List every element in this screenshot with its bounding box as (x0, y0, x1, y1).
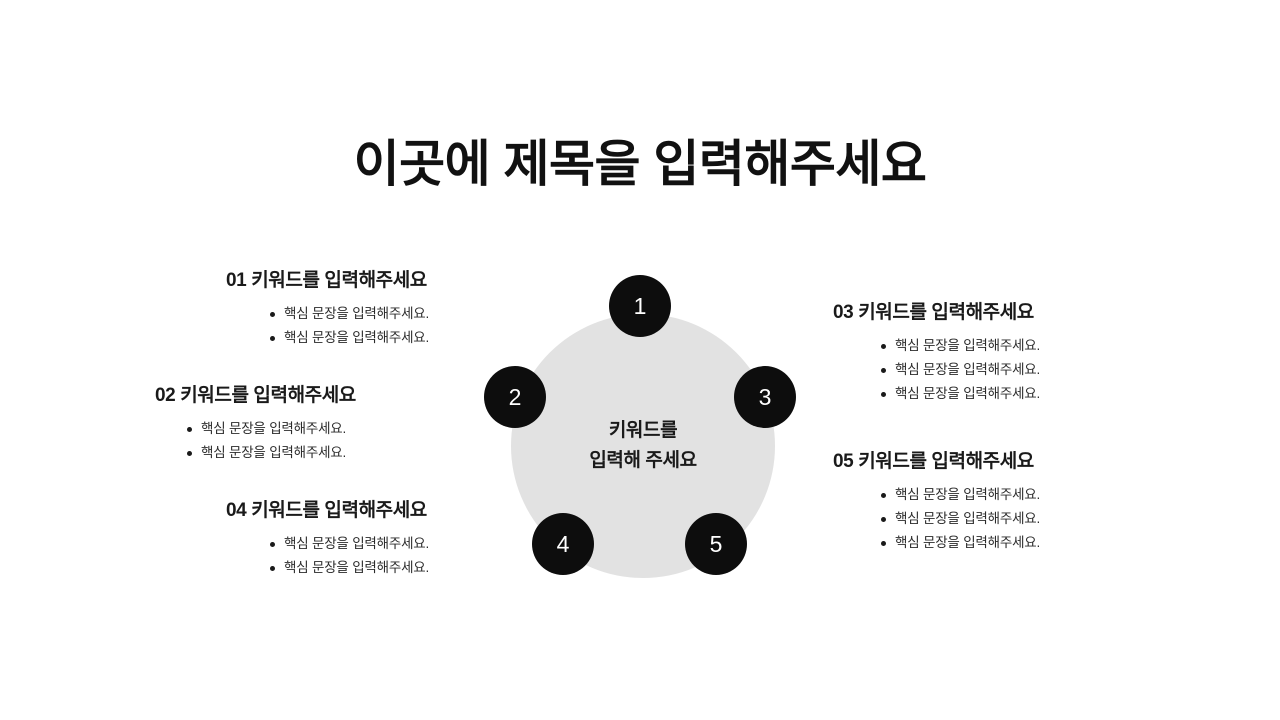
keyword-block-03-title: 03 키워드를 입력해주세요 (833, 302, 1034, 323)
page-title: 이곳에 제목을 입력해주세요 (353, 136, 927, 192)
hub-node-2[interactable]: 2 (484, 366, 546, 428)
list-item: 핵심 문장을 입력해주세요. (879, 382, 1040, 406)
keyword-block-05[interactable]: 05 키워드를 입력해주세요 핵심 문장을 입력해주세요. 핵심 문장을 입력해… (833, 451, 1040, 555)
keyword-block-03-bullets: 핵심 문장을 입력해주세요. 핵심 문장을 입력해주세요. 핵심 문장을 입력해… (879, 334, 1040, 406)
hub-node-1-number: 1 (633, 292, 647, 319)
list-item: 핵심 문장을 입력해주세요. (268, 326, 429, 350)
keyword-block-04[interactable]: 04 키워드를 입력해주세요 핵심 문장을 입력해주세요. 핵심 문장을 입력해… (226, 500, 429, 580)
hub-node-3-number: 3 (758, 383, 772, 410)
hub-node-5[interactable]: 5 (685, 513, 747, 575)
hub-node-2-number: 2 (508, 383, 522, 410)
list-item: 핵심 문장을 입력해주세요. (268, 556, 429, 580)
list-item: 핵심 문장을 입력해주세요. (185, 441, 346, 465)
hub-node-3[interactable]: 3 (734, 366, 796, 428)
hub-node-4[interactable]: 4 (532, 513, 594, 575)
hub-node-5-number: 5 (709, 530, 723, 557)
keyword-block-01[interactable]: 01 키워드를 입력해주세요 핵심 문장을 입력해주세요. 핵심 문장을 입력해… (226, 270, 429, 350)
hub-node-4-number: 4 (556, 530, 570, 557)
hub-node-1[interactable]: 1 (609, 275, 671, 337)
keyword-block-05-bullets: 핵심 문장을 입력해주세요. 핵심 문장을 입력해주세요. 핵심 문장을 입력해… (879, 483, 1040, 555)
keyword-block-02-title: 02 키워드를 입력해주세요 (155, 385, 356, 406)
list-item: 핵심 문장을 입력해주세요. (185, 417, 346, 441)
keyword-block-01-bullets: 핵심 문장을 입력해주세요. 핵심 문장을 입력해주세요. (268, 302, 429, 350)
keyword-block-04-title: 04 키워드를 입력해주세요 (226, 500, 427, 521)
keyword-block-03[interactable]: 03 키워드를 입력해주세요 핵심 문장을 입력해주세요. 핵심 문장을 입력해… (833, 302, 1040, 406)
keyword-block-02[interactable]: 02 키워드를 입력해주세요 핵심 문장을 입력해주세요. 핵심 문장을 입력해… (155, 385, 356, 465)
list-item: 핵심 문장을 입력해주세요. (879, 334, 1040, 358)
list-item: 핵심 문장을 입력해주세요. (879, 358, 1040, 382)
list-item: 핵심 문장을 입력해주세요. (268, 302, 429, 326)
keyword-block-02-bullets: 핵심 문장을 입력해주세요. 핵심 문장을 입력해주세요. (185, 417, 346, 465)
keyword-block-05-title: 05 키워드를 입력해주세요 (833, 451, 1034, 472)
list-item: 핵심 문장을 입력해주세요. (879, 483, 1040, 507)
list-item: 핵심 문장을 입력해주세요. (268, 532, 429, 556)
list-item: 핵심 문장을 입력해주세요. (879, 507, 1040, 531)
keyword-block-01-title: 01 키워드를 입력해주세요 (226, 270, 427, 291)
hub-diagram: 키워드를 입력해 주세요 1 2 3 4 5 (466, 262, 822, 592)
list-item: 핵심 문장을 입력해주세요. (879, 531, 1040, 555)
keyword-block-04-bullets: 핵심 문장을 입력해주세요. 핵심 문장을 입력해주세요. (268, 532, 429, 580)
